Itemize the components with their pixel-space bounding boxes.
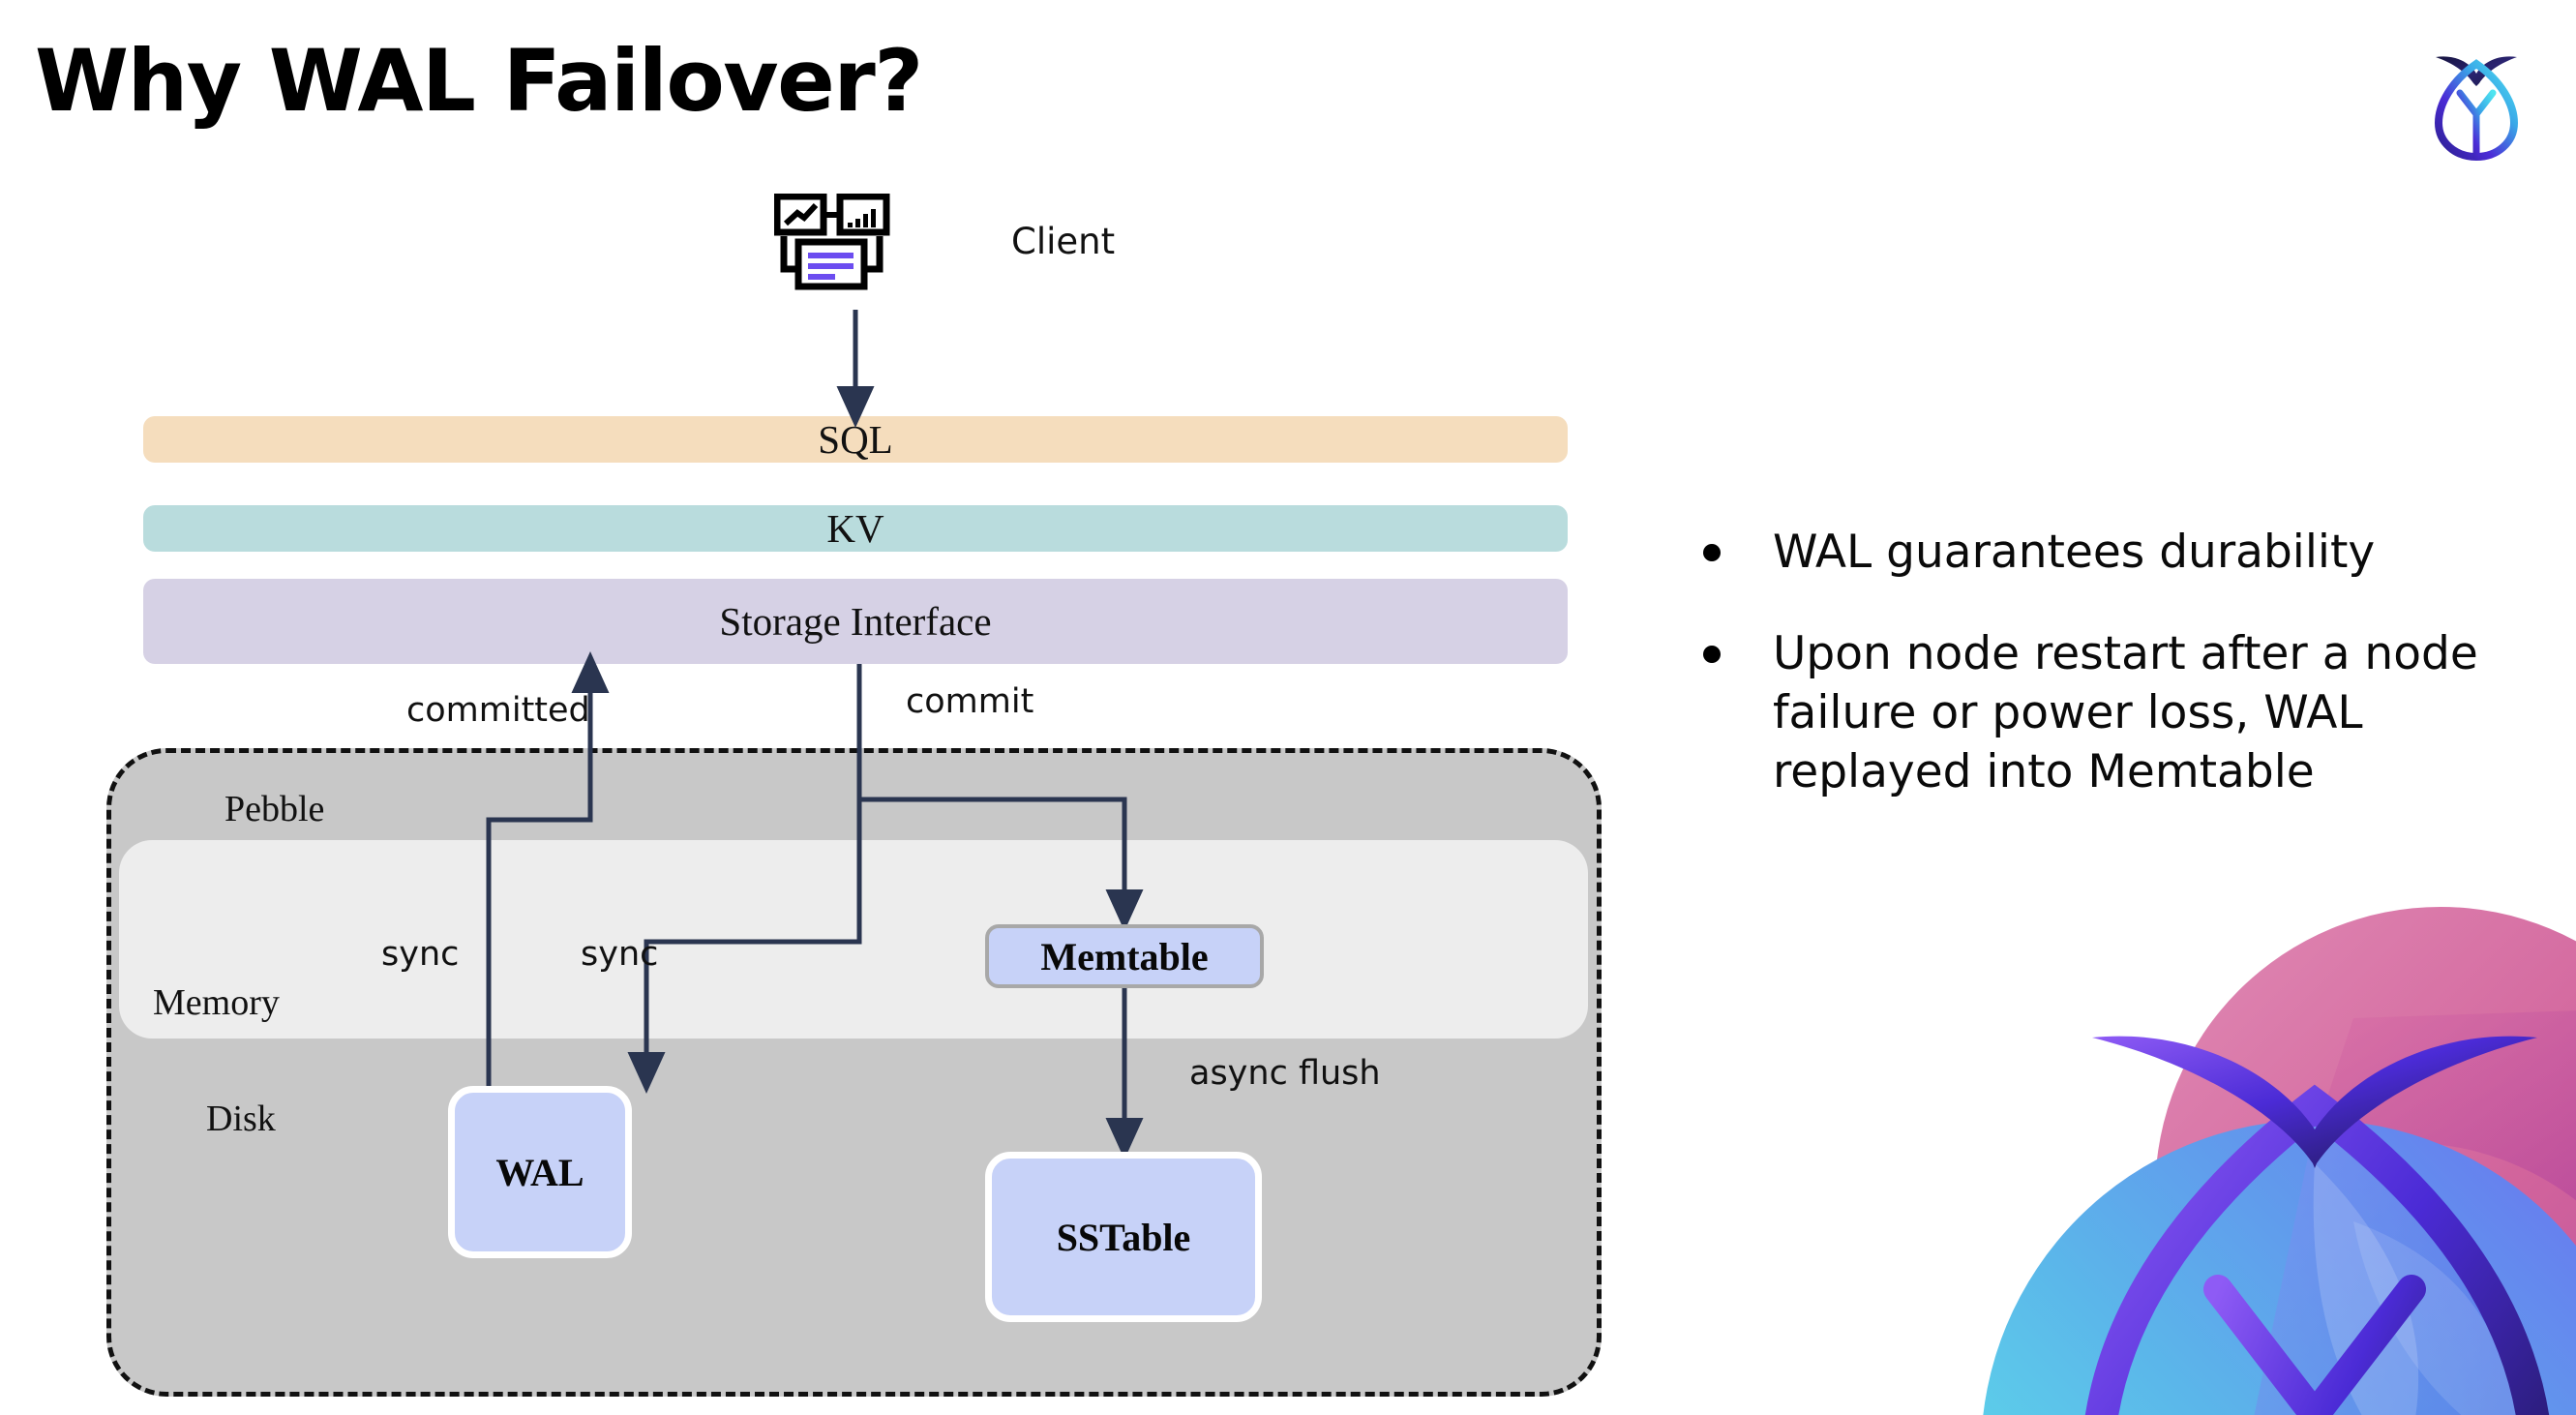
bullet-text: Upon node restart after a node failure o… bbox=[1773, 627, 2478, 799]
sstable-box-label: SSTable bbox=[1056, 1215, 1191, 1259]
client-dashboard-icon bbox=[773, 193, 929, 319]
layer-bar-sql-label: SQL bbox=[818, 417, 893, 462]
edge-label-committed: committed bbox=[406, 691, 590, 730]
bullet-list: WAL guarantees durability Upon node rest… bbox=[1703, 523, 2555, 844]
wal-box: WAL bbox=[448, 1086, 632, 1258]
layer-bar-storage-interface: Storage Interface bbox=[143, 579, 1568, 664]
disk-label: Disk bbox=[206, 1099, 276, 1139]
edge-label-sync-2: sync bbox=[581, 935, 659, 974]
edge-label-commit: commit bbox=[906, 682, 1034, 721]
memory-zone bbox=[119, 840, 1588, 1039]
memtable-box-label: Memtable bbox=[1040, 934, 1209, 978]
bullet-dot-icon bbox=[1703, 646, 1721, 664]
edge-label-sync-1: sync bbox=[381, 935, 460, 974]
list-item: WAL guarantees durability bbox=[1703, 523, 2555, 582]
pebble-label: Pebble bbox=[225, 789, 325, 829]
layer-bar-sql: SQL bbox=[143, 416, 1568, 463]
layer-bar-storage-interface-label: Storage Interface bbox=[719, 599, 992, 644]
memory-label: Memory bbox=[153, 982, 280, 1023]
wal-box-label: WAL bbox=[495, 1150, 584, 1194]
layer-bar-kv: KV bbox=[143, 505, 1568, 552]
bullet-dot-icon bbox=[1703, 544, 1721, 561]
edge-label-async-flush: async flush bbox=[1189, 1054, 1381, 1093]
cockroach-leaf-logo-icon bbox=[2404, 25, 2549, 170]
layer-bar-kv-label: KV bbox=[826, 506, 884, 551]
decorative-cockroach-logo-art bbox=[1899, 873, 2576, 1415]
bullet-text: WAL guarantees durability bbox=[1773, 526, 2376, 579]
memtable-box: Memtable bbox=[985, 924, 1264, 988]
list-item: Upon node restart after a node failure o… bbox=[1703, 624, 2555, 801]
client-label: Client bbox=[1011, 221, 1116, 262]
sstable-box: SSTable bbox=[985, 1152, 1262, 1322]
page-title: Why WAL Failover? bbox=[35, 31, 923, 131]
